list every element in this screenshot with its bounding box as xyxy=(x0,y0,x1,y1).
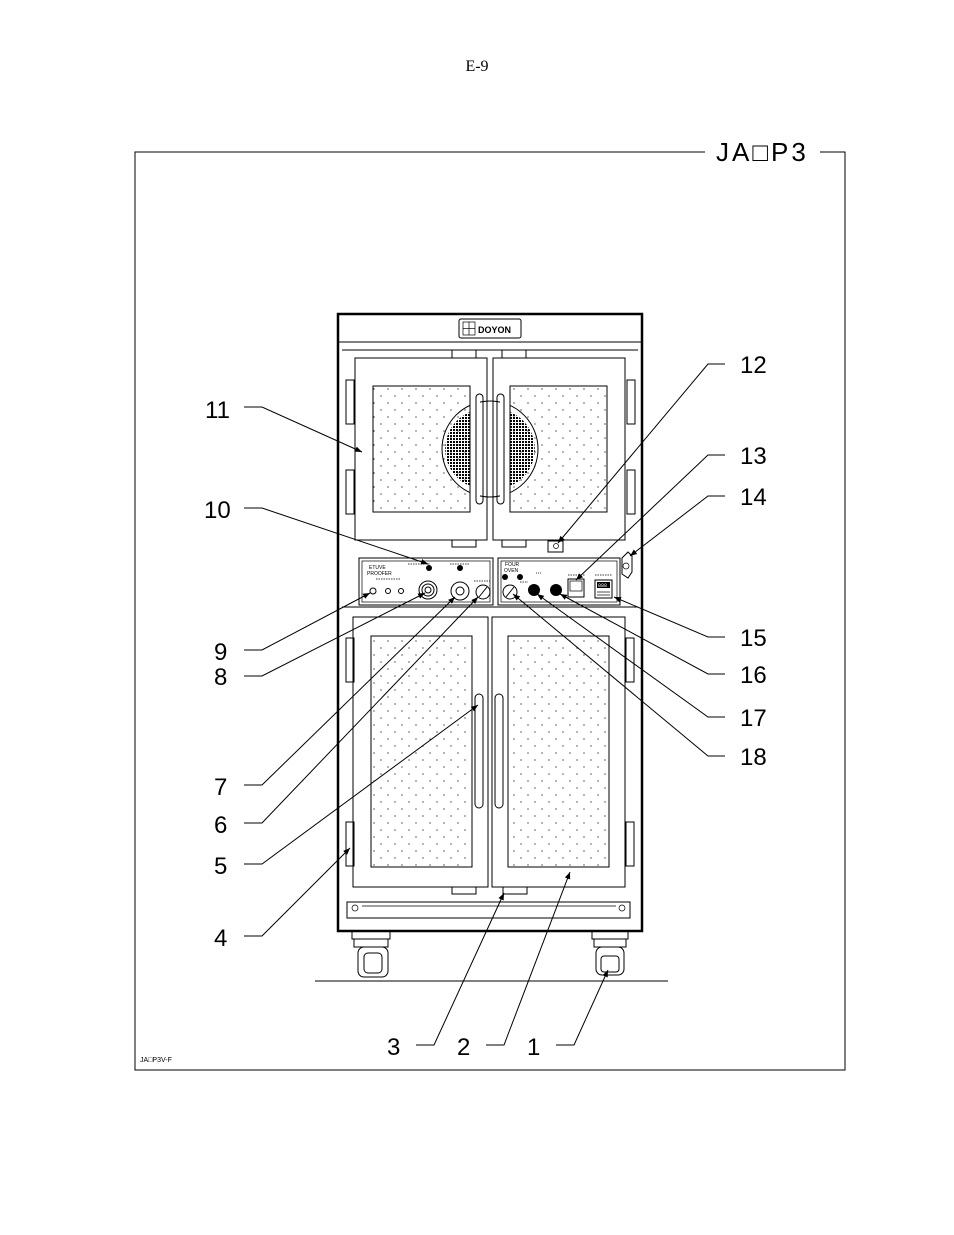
callout-15: 15 xyxy=(740,625,767,652)
lower-proofer-doors xyxy=(345,616,635,895)
callout-14: 14 xyxy=(740,484,767,511)
callout-5: 5 xyxy=(214,853,227,880)
page-number: E-9 xyxy=(465,58,489,75)
control-panel-proofer: ETUVE PROOFER xyxy=(358,557,494,606)
callout-1: 1 xyxy=(527,1034,540,1061)
upper-oven-doors xyxy=(345,349,636,553)
drawing-frame: JA□P3 JA□P3V-F xyxy=(134,137,846,1071)
callout-9: 9 xyxy=(214,639,227,666)
oven-title-1: FOUR xyxy=(505,562,520,568)
proofer-title-2: PROOFER xyxy=(367,571,392,577)
side-lock xyxy=(342,551,638,608)
base-and-casters xyxy=(346,901,631,978)
oven-title-2: OVEN xyxy=(504,568,519,574)
callout-4: 4 xyxy=(214,925,227,952)
callout-8: 8 xyxy=(214,664,227,691)
oven-display-value: 888 xyxy=(598,583,607,589)
proofer-title-1: ETUVE xyxy=(369,565,386,571)
callout-13: 13 xyxy=(740,443,767,470)
callout-6: 6 xyxy=(214,812,227,839)
callout-12: 12 xyxy=(740,352,767,379)
callout-11: 11 xyxy=(205,397,230,424)
callout-17: 17 xyxy=(740,705,767,732)
control-panel-oven: FOUR OVEN 888 xyxy=(497,557,621,606)
callout-7: 7 xyxy=(214,774,227,801)
callout-3: 3 xyxy=(387,1034,400,1061)
drawing-code: JA□P3V-F xyxy=(140,1057,172,1064)
callout-10: 10 xyxy=(204,497,231,524)
callout-18: 18 xyxy=(740,744,767,771)
callouts: 11 10 9 8 7 6 5 4 3 2 1 12 13 14 15 16 xyxy=(204,352,767,1061)
brand-label: DOYON xyxy=(478,325,511,335)
callout-2: 2 xyxy=(457,1034,470,1061)
frame-title: JA□P3 xyxy=(716,137,809,167)
callout-16: 16 xyxy=(740,662,767,689)
